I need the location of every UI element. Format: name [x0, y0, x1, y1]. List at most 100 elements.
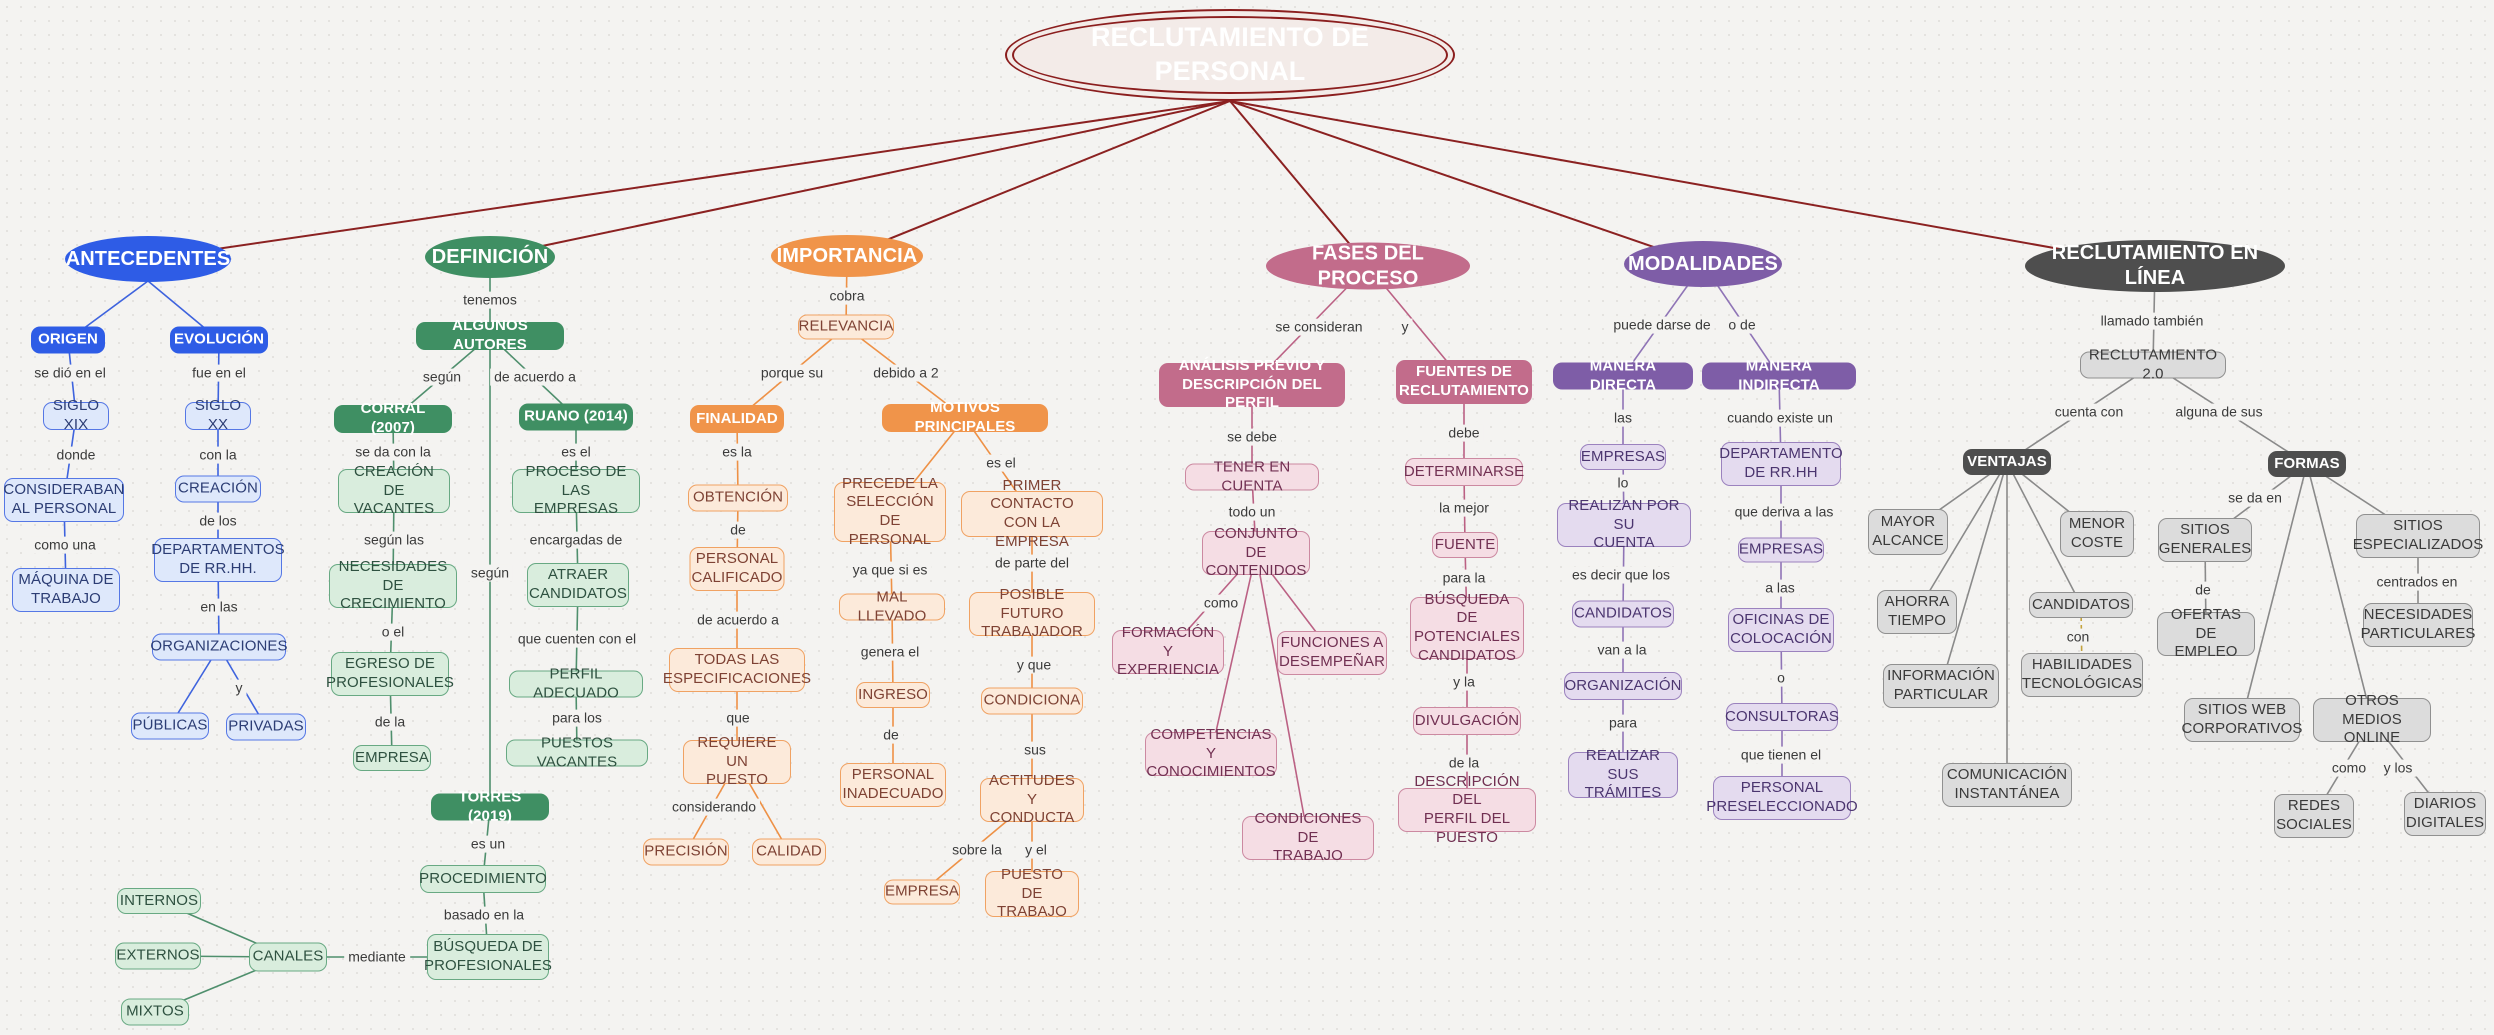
node-modalidades[interactable]: MODALIDADES [1624, 241, 1782, 287]
node-definicion[interactable]: DEFINICIÓN [425, 236, 555, 278]
node-empresas-indirecta[interactable]: EMPRESAS [1738, 537, 1824, 563]
node-necesidades-de-crecimiento[interactable]: NECESIDADES DE CRECIMIENTO [329, 558, 457, 612]
node-sitios-generales[interactable]: SITIOS GENERALES [2158, 518, 2252, 562]
node-candidatos-modalidades[interactable]: CANDIDATOS [1572, 600, 1674, 628]
node-finalidad[interactable]: FINALIDAD [690, 405, 784, 433]
node-privadas[interactable]: PRIVADAS [226, 713, 306, 741]
node-algunos-autores[interactable]: ALGUNOS AUTORES [416, 317, 564, 353]
node-diarios-digitales[interactable]: DIARIOS DIGITALES [2404, 792, 2486, 836]
node-empresa-definicion[interactable]: EMPRESA [353, 745, 431, 771]
node-proceso-de-las-empresas[interactable]: PROCESO DE LAS EMPRESAS [512, 463, 640, 517]
node-otros-medios-online[interactable]: OTROS MEDIOS ONLINE [2313, 692, 2431, 746]
node-formacion-y-experiencia[interactable]: FORMACIÓN Y EXPERIENCIA [1112, 624, 1224, 678]
node-obtencion[interactable]: OBTENCIÓN [688, 484, 788, 512]
node-publicas[interactable]: PÚBLICAS [131, 712, 209, 740]
node-importancia[interactable]: IMPORTANCIA [771, 235, 923, 277]
node-departamento-de-rrhh[interactable]: DEPARTAMENTO DE RR.HH [1719, 442, 1843, 486]
node-requiere-un-puesto[interactable]: REQUIERE UN PUESTO [683, 734, 791, 788]
node-conjunto-de-contenidos[interactable]: CONJUNTO DE CONTENIDOS [1202, 525, 1310, 579]
node-ruano-2014[interactable]: RUANO (2014) [519, 403, 633, 431]
link-label-4: como una [30, 536, 100, 554]
node-creacion[interactable]: CREACIÓN [175, 475, 261, 503]
node-siglo-xx[interactable]: SIGLO XX [185, 397, 251, 433]
node-corral-2007[interactable]: CORRAL (2007) [334, 400, 452, 436]
node-habilidades-tecnologicas[interactable]: HABILIDADES TECNOLÓGICAS [2021, 653, 2143, 697]
node-fuentes-de-reclutamiento[interactable]: FUENTES DE RECLUTAMIENTO [1396, 360, 1532, 404]
node-sitios-especializados[interactable]: SITIOS ESPECIALIZADOS [2353, 514, 2483, 558]
node-determinarse[interactable]: DETERMINARSE [1404, 458, 1524, 486]
node-perfil-adecuado[interactable]: PERFIL ADECUADO [509, 665, 643, 701]
link-label-16: o el [377, 623, 409, 641]
node-organizaciones[interactable]: ORGANIZACIONES [150, 633, 288, 661]
node-menor-coste[interactable]: MENOR COSTE [2060, 511, 2134, 557]
node-reclutamiento-2-0[interactable]: RECLUTAMIENTO 2.0 [2080, 346, 2226, 382]
node-reclutamiento-en-linea[interactable]: RECLUTAMIENTO EN LÍNEA [2025, 240, 2285, 292]
node-evolucion[interactable]: EVOLUCIÓN [170, 326, 268, 354]
node-internos[interactable]: INTERNOS [117, 888, 201, 914]
node-egreso-de-profesionales[interactable]: EGRESO DE PROFESIONALES [326, 652, 454, 696]
node-ingreso[interactable]: INGRESO [856, 682, 930, 708]
node-primer-contacto[interactable]: PRIMER CONTACTO CON LA EMPRESA [961, 477, 1103, 550]
node-relevancia[interactable]: RELEVANCIA [798, 314, 894, 340]
node-mixtos[interactable]: MIXTOS [121, 998, 189, 1026]
node-realizan-por-su-cuenta[interactable]: REALIZAN POR SU CUENTA [1557, 497, 1691, 551]
node-root[interactable]: RECLUTAMIENTO DE PERSONAL [1005, 9, 1455, 101]
node-analisis-previo[interactable]: ANÁLISIS PREVIO Y DESCRIPCIÓN DEL PERFIL [1159, 357, 1345, 411]
node-mayor-alcance[interactable]: MAYOR ALCANCE [1868, 509, 1948, 555]
node-manera-indirecta[interactable]: MANERA INDIRECTA [1702, 357, 1856, 393]
node-precede-la-seleccion[interactable]: PRECEDE LA SELECCIÓN DE PERSONAL [834, 475, 946, 548]
node-precision[interactable]: PRECISIÓN [643, 838, 729, 866]
node-fuente[interactable]: FUENTE [1432, 532, 1498, 558]
node-procedimiento[interactable]: PROCEDIMIENTO [419, 865, 547, 893]
node-creacion-de-vacantes[interactable]: CREACIÓN DE VACANTES [338, 463, 450, 517]
node-comunicacion-instantanea[interactable]: COMUNICACIÓN INSTANTÁNEA [1942, 763, 2072, 807]
node-candidatos-ventajas[interactable]: CANDIDATOS [2029, 592, 2133, 618]
node-organizacion[interactable]: ORGANIZACIÓN [1564, 672, 1682, 700]
node-posible-futuro-trabajador[interactable]: POSIBLE FUTURO TRABAJADOR [969, 586, 1095, 640]
node-atraer-candidatos[interactable]: ATRAER CANDIDATOS [527, 563, 629, 607]
node-externos[interactable]: EXTERNOS [115, 942, 201, 970]
node-empresas-directa[interactable]: EMPRESAS [1580, 444, 1666, 470]
node-puestos-vacantes[interactable]: PUESTOS VACANTES [506, 734, 648, 770]
node-busqueda-de-profesionales[interactable]: BÚSQUEDA DE PROFESIONALES [424, 934, 552, 980]
node-origen[interactable]: ORIGEN [31, 326, 105, 354]
node-realizar-sus-tramites[interactable]: REALIZAR SUS TRÁMITES [1568, 747, 1678, 801]
node-maquina-de-trabajo[interactable]: MÁQUINA DE TRABAJO [12, 568, 120, 612]
node-canales[interactable]: CANALES [249, 942, 327, 972]
node-personal-inadecuado[interactable]: PERSONAL INADECUADO [840, 763, 946, 807]
node-informacion-particular[interactable]: INFORMACIÓN PARTICULAR [1883, 664, 1999, 708]
node-busqueda-de-potenciales[interactable]: BÚSQUEDA DE POTENCIALES CANDIDATOS [1410, 591, 1524, 664]
node-competencias-y-conocimientos[interactable]: COMPETENCIAS Y CONOCIMIENTOS [1145, 725, 1277, 781]
node-antecedentes[interactable]: ANTECEDENTES [65, 236, 231, 282]
node-condiciones-de-trabajo[interactable]: CONDICIONES DE TRABAJO [1242, 810, 1374, 864]
node-ofertas-de-empleo[interactable]: OFERTAS DE EMPLEO [2157, 606, 2255, 660]
node-personal-preseleccionado[interactable]: PERSONAL PRESELECCIONADO [1706, 776, 1858, 820]
node-motivos-principales[interactable]: MOTIVOS PRINCIPALES [882, 399, 1048, 435]
node-sitios-web-corporativos[interactable]: SITIOS WEB CORPORATIVOS [2182, 698, 2302, 742]
node-empresa-importancia[interactable]: EMPRESA [884, 879, 960, 905]
node-actitudes-y-conducta[interactable]: ACTITUDES Y CONDUCTA [980, 772, 1084, 826]
node-oficinas-de-colocacion[interactable]: OFICINAS DE COLOCACIÓN [1728, 608, 1834, 652]
node-ahorra-tiempo[interactable]: AHORRA TIEMPO [1877, 590, 1957, 634]
node-ventajas[interactable]: VENTAJAS [1963, 449, 2051, 475]
node-departamentos-de-rrhh[interactable]: DEPARTAMENTOS DE RR.HH. [151, 538, 285, 582]
node-todas-las-especificaciones[interactable]: TODAS LAS ESPECIFICACIONES [663, 648, 811, 692]
node-manera-directa[interactable]: MANERA DIRECTA [1553, 357, 1693, 393]
node-formas[interactable]: FORMAS [2268, 451, 2346, 477]
node-descripcion-del-perfil[interactable]: DESCRIPCIÓN DEL PERFIL DEL PUESTO [1398, 773, 1536, 846]
node-siglo-xix[interactable]: SIGLO XIX [43, 397, 109, 433]
node-redes-sociales[interactable]: REDES SOCIALES [2274, 794, 2354, 838]
node-torres-2019[interactable]: TORRES (2019) [431, 788, 549, 824]
node-personal-calificado[interactable]: PERSONAL CALIFICADO [689, 547, 785, 591]
node-calidad[interactable]: CALIDAD [752, 838, 826, 866]
node-condiciona[interactable]: CONDICIONA [981, 687, 1083, 715]
node-divulgacion[interactable]: DIVULGACIÓN [1413, 707, 1521, 735]
node-consultoras[interactable]: CONSULTORAS [1725, 703, 1839, 731]
node-puesto-de-trabajo[interactable]: PUESTO DE TRABAJO [985, 866, 1079, 920]
node-tener-en-cuenta[interactable]: TENER EN CUENTA [1185, 458, 1319, 494]
node-necesidades-particulares[interactable]: NECESIDADES PARTICULARES [2361, 603, 2475, 647]
node-mal-llevado[interactable]: MAL LLEVADO [839, 588, 945, 624]
node-consideraban-al-personal[interactable]: CONSIDERABAN AL PERSONAL [3, 478, 125, 522]
node-fases-del-proceso[interactable]: FASES DEL PROCESO [1266, 242, 1470, 290]
node-funciones-a-desempenar[interactable]: FUNCIONES A DESEMPEÑAR [1277, 631, 1387, 675]
